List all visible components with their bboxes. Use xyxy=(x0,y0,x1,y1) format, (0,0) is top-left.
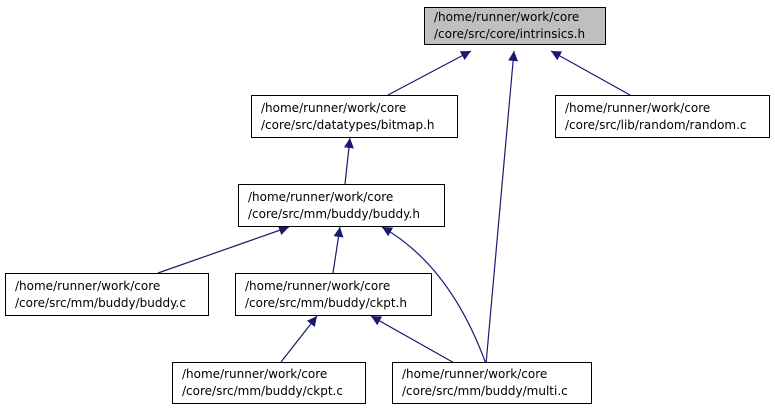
node-multi-c-line2: /core/src/mm/buddy/multi.c xyxy=(402,384,568,398)
node-random-c-line1: /home/runner/work/core xyxy=(565,100,711,115)
node-multi-c[interactable]: /home/runner/work/core /core/src/mm/budd… xyxy=(392,362,592,404)
node-intrinsics-h-line2: /core/src/core/intrinsics.h xyxy=(434,27,586,41)
node-buddy-h-line2: /core/src/mm/buddy/buddy.h xyxy=(248,206,420,221)
edge-buddy-h-to-bitmap xyxy=(343,137,354,185)
node-ckpt-c[interactable]: /home/runner/work/core /core/src/mm/budd… xyxy=(172,362,366,404)
edge-buddy-c-to-buddy-h xyxy=(157,225,290,274)
node-multi-c-line1: /home/runner/work/core xyxy=(402,367,548,381)
edge-ckpt-h-to-buddy-h xyxy=(332,226,344,274)
node-ckpt-h-line1: /home/runner/work/core xyxy=(245,278,391,293)
node-intrinsics-h[interactable]: /home/runner/work/core /core/src/core/in… xyxy=(424,7,606,45)
node-buddy-h[interactable]: /home/runner/work/core /core/src/mm/budd… xyxy=(238,184,445,227)
node-ckpt-h[interactable]: /home/runner/work/core /core/src/mm/budd… xyxy=(235,273,432,316)
node-buddy-h-line1: /home/runner/work/core xyxy=(248,189,394,204)
node-bitmap-h-line1: /home/runner/work/core xyxy=(261,100,407,115)
edge-random-to-intrinsics xyxy=(550,50,631,96)
node-buddy-c-line1: /home/runner/work/core xyxy=(15,278,161,293)
node-bitmap-h-line2: /core/src/datatypes/bitmap.h xyxy=(261,117,435,132)
node-intrinsics-h-line1: /home/runner/work/core xyxy=(434,10,580,24)
node-ckpt-c-line1: /home/runner/work/core xyxy=(182,367,328,381)
node-ckpt-h-line2: /core/src/mm/buddy/ckpt.h xyxy=(245,295,407,310)
edge-multi-to-buddy-h xyxy=(381,226,487,365)
node-ckpt-c-line2: /core/src/mm/buddy/ckpt.c xyxy=(182,384,343,398)
node-buddy-c[interactable]: /home/runner/work/core /core/src/mm/budd… xyxy=(5,273,209,316)
edge-multi-to-intrinsics xyxy=(485,50,519,365)
node-buddy-c-line2: /core/src/mm/buddy/buddy.c xyxy=(15,295,186,310)
node-random-c[interactable]: /home/runner/work/core /core/src/lib/ran… xyxy=(555,95,770,138)
node-bitmap-h[interactable]: /home/runner/work/core /core/src/datatyp… xyxy=(251,95,458,138)
edge-ckpt-c-to-ckpt-h xyxy=(280,315,318,363)
edge-multi-to-ckpt-h xyxy=(370,315,457,365)
node-random-c-line2: /core/src/lib/random/random.c xyxy=(565,117,747,132)
edge-bitmap-to-intrinsics xyxy=(387,50,472,96)
